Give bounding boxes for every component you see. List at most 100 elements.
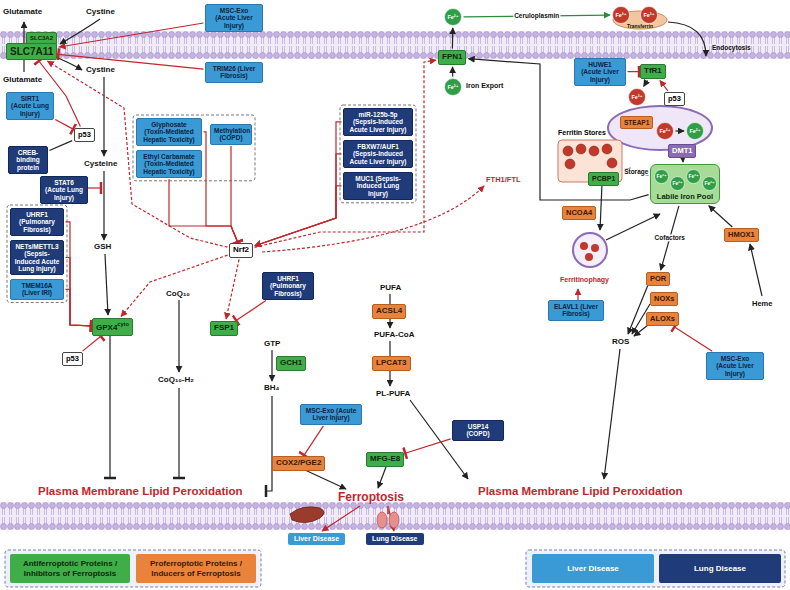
iron-circle	[671, 177, 685, 191]
activation-line	[577, 289, 578, 300]
connector	[452, 28, 454, 49]
pathway-arrow	[60, 19, 100, 44]
node-text: cyto	[117, 321, 129, 327]
pathway-label: Iron Export	[466, 82, 503, 90]
node-text: MSC-Exo (Acute Liver Injury)	[710, 355, 760, 377]
node-text: LPCAT3	[376, 359, 407, 368]
node-text: Fe²⁺	[689, 128, 700, 134]
connector	[644, 80, 648, 86]
lung-disease-box: miR-125b-5p (Sepsis-Induced Acute Liver …	[343, 108, 413, 136]
liver-disease-box: SIRT1 (Acute Lung Injury)	[6, 92, 54, 120]
connector	[660, 81, 668, 91]
liver-disease-box: ELAVL1 (Liver Fibrosis)	[548, 300, 604, 321]
outcome-box: Liver Disease	[288, 533, 345, 545]
node-text: ELAVL1 (Liver Fibrosis)	[552, 303, 600, 318]
liver-disease-box: TMEM16A (Liver IRI)	[10, 279, 64, 300]
node-text: NOXs	[654, 295, 674, 303]
pathway-label: PUFA-CoA	[374, 331, 414, 340]
autophagosome	[573, 233, 607, 267]
iron-circle	[687, 123, 704, 140]
connector	[226, 259, 239, 319]
node-text: GCH1	[280, 359, 302, 368]
inducer-box: NOXs	[650, 292, 678, 306]
node-text: Methylation (COPD)	[214, 127, 248, 142]
inducer-box: COX2/PGE2	[272, 456, 325, 471]
lung-disease-box: UHRF1 (Pulmonary Fibrosis)	[10, 208, 64, 236]
node-text: SLC3A2	[30, 35, 53, 42]
iron-ion: Fe²⁺	[444, 8, 462, 26]
ferritin-sphere	[585, 253, 593, 261]
pathway-label: PUFA	[380, 284, 401, 293]
legend-text: Antiferroptotic Proteins / Inhibitors of…	[14, 559, 126, 577]
pathway-arrow	[271, 350, 272, 381]
connector	[405, 439, 450, 453]
pathway-label: Ferroptosis	[338, 491, 404, 504]
inducer-box: ACSL4	[372, 304, 406, 319]
node-text: MUC1 (Sepsis-Induced Lung Injury)	[347, 175, 409, 197]
ferritin-sphere	[576, 144, 586, 154]
inducer-box: STEAP1	[620, 116, 653, 129]
connector	[66, 222, 92, 326]
connector	[675, 327, 713, 351]
lung-disease-box: UHRF1 (Pulmonary Fibrosis)	[262, 272, 314, 300]
legend-item: Lung Disease	[659, 554, 781, 583]
node-text: UHRF1 (Pulmonary Fibrosis)	[14, 211, 60, 233]
group-bracket	[340, 105, 416, 203]
connector	[121, 255, 228, 316]
inhibition-line	[178, 388, 179, 478]
pathway-label: Heme	[752, 300, 772, 308]
node-text: Fe²⁺	[688, 174, 698, 180]
pathway-label: Glutamate	[3, 8, 42, 17]
legend-text: Proferroptotic Proteins / Inducers of Fe…	[140, 559, 252, 577]
inhibitor-box: MFG-E8	[366, 452, 404, 467]
liver-disease-box: Glyphosate (Toxin-Mediated Hepatic Toxic…	[136, 118, 202, 146]
pathway-label: CoQ₁₀-H₂	[158, 376, 194, 385]
node-text: UHRF1 (Pulmonary Fibrosis)	[266, 275, 310, 297]
pathway-arrow	[634, 325, 648, 336]
node-text: GPX4	[96, 323, 117, 332]
outcome-box: Lung Disease	[366, 533, 424, 545]
inhibitor-box: TfR1	[640, 64, 666, 79]
cell-membrane	[0, 502, 790, 530]
pathway-label: Cysteine	[84, 160, 117, 169]
group-brackets	[7, 105, 416, 303]
node-text: TMEM16A (Liver IRI)	[14, 282, 60, 297]
connector	[709, 206, 733, 227]
iron-ion: Fe³⁺	[628, 88, 646, 106]
regulator-box: Nrf2	[229, 243, 253, 258]
node-text: STEAP1	[624, 119, 649, 126]
node-text: NCOA4	[566, 209, 592, 217]
pathway-label: GSH	[94, 243, 111, 252]
node-text: COX2/PGE2	[276, 459, 321, 468]
iron-circle	[629, 89, 646, 106]
pathway-label: Transferrin	[627, 24, 653, 30]
legend-text: Lung Disease	[694, 564, 746, 573]
inhibition-line	[88, 187, 101, 188]
node-text: PCBP1	[592, 175, 615, 183]
iron-circle	[687, 170, 701, 184]
edge-label: Ceruloplasmin	[513, 12, 560, 19]
pathway-arrow	[305, 470, 346, 489]
node-text: ACSL4	[376, 307, 402, 316]
regulator-box: p53	[664, 92, 685, 106]
liver-disease-box: TRIM26 (Liver Fibrosis)	[205, 62, 263, 83]
pathway-arrow	[103, 77, 104, 156]
node-text: NETs/METTL3 (Sepsis-Induced Acute Lung I…	[14, 243, 60, 272]
node-text: Fe²⁺	[704, 181, 714, 187]
node-text: POR	[650, 275, 666, 283]
node-text: miR-125b-5p (Sepsis-Induced Acute Liver …	[347, 111, 409, 133]
pathway-arrow	[103, 171, 104, 240]
node-text: HMOX1	[728, 231, 755, 239]
iron-circle	[445, 9, 462, 26]
legend-frame	[526, 550, 785, 587]
endosome	[608, 106, 712, 150]
connector	[83, 336, 101, 351]
lung-disease-box: NETs/METTL3 (Sepsis-Induced Acute Lung I…	[10, 240, 64, 275]
inducer-box: POR	[646, 272, 670, 286]
connector	[628, 71, 640, 72]
pathway-arrow	[604, 349, 620, 479]
legend-frame	[5, 550, 261, 587]
legend-item: Liver Disease	[532, 554, 654, 583]
inducer-box: LPCAT3	[372, 356, 411, 371]
